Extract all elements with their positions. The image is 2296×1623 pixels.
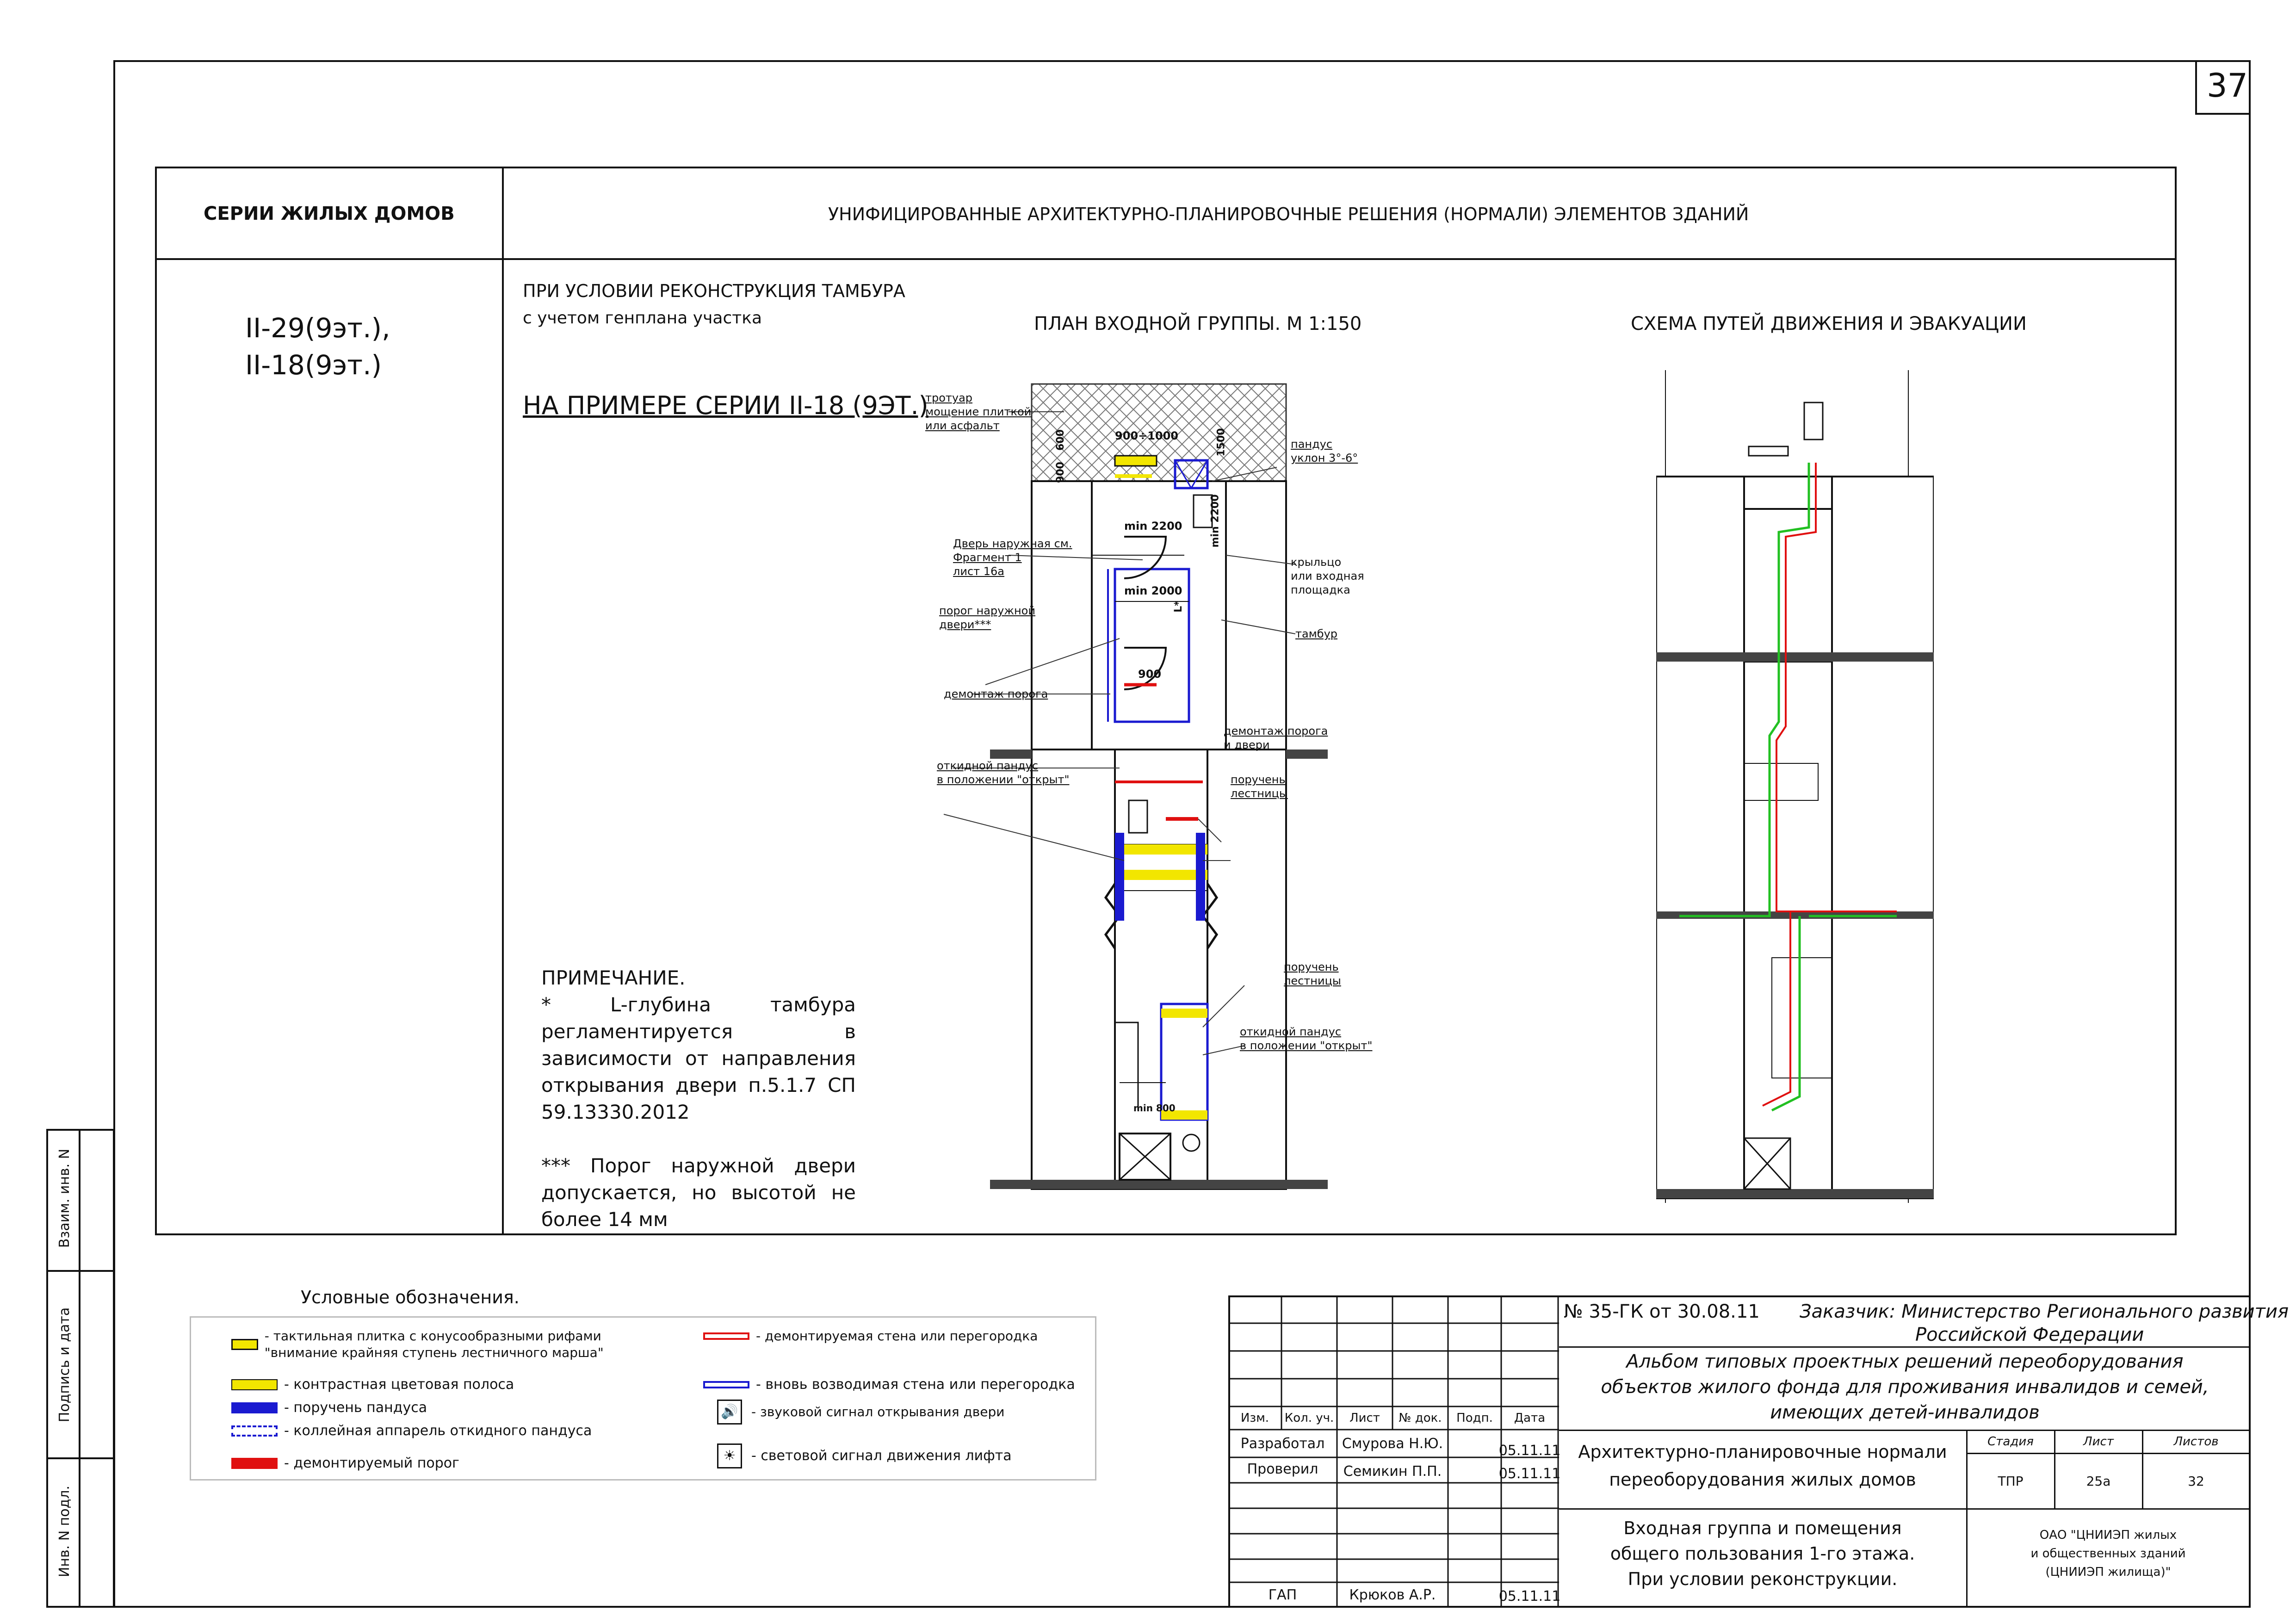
legend-item-light: ☀ - световой сигнал движения лифта [717, 1443, 1012, 1468]
album-line3: имеющих детей-инвалидов [1770, 1401, 2040, 1423]
role-gap: ГАП [1268, 1587, 1297, 1603]
entrance-plan-drawing [943, 383, 1328, 1190]
legend-item-ramp-rail: - поручень пандуса [231, 1400, 427, 1416]
title-block [1228, 1295, 2251, 1608]
stage-label: Стадия [1987, 1435, 2034, 1449]
legend-item-threshold: - демонтируемый порог [231, 1455, 459, 1472]
dim-900b: 900 [1138, 668, 1162, 681]
callout-demolish-threshold: демонтаж порога [944, 688, 1048, 700]
main-table [155, 167, 2177, 1235]
col-izm: Изм. [1240, 1411, 1269, 1425]
notes-p1: * L-глубина тамбура регламентируется в з… [541, 993, 856, 1123]
legend-item-ramp-track: - коллейная аппарель откидного пандуса [231, 1423, 592, 1439]
plan-title: ПЛАН ВХОДНОЙ ГРУППЫ. М 1:150 [1034, 313, 1362, 335]
sheet-title-line2: общего пользования 1-го этажа. [1610, 1543, 1915, 1564]
scheme-title: СХЕМА ПУТЕЙ ДВИЖЕНИЯ И ЭВАКУАЦИИ [1631, 313, 2027, 335]
header-left: СЕРИИ ЖИЛЫХ ДОМОВ [204, 203, 455, 224]
org-line2: и общественных зданий [2030, 1547, 2186, 1561]
header-right: УНИФИЦИРОВАННЫЕ АРХИТЕКТУРНО-ПЛАНИРОВОЧН… [828, 204, 1749, 224]
notes: ПРИМЕЧАНИЕ. * L-глубина тамбура регламен… [541, 965, 856, 1233]
customer-line2: Российской Федерации [1915, 1324, 2144, 1345]
notes-title: ПРИМЕЧАНИЕ. [541, 966, 686, 989]
legend-item-demolish-wall: - демонтируемая стена или перегородка [703, 1328, 1055, 1344]
evacuation-scheme-drawing [1656, 370, 1934, 1203]
dim-L: L* [1172, 601, 1184, 613]
role-checker: Проверил [1247, 1461, 1318, 1477]
contract-number: № 35-ГК от 30.08.11 [1564, 1301, 1760, 1322]
stage-value: ТПР [1998, 1473, 2024, 1489]
outer-frame [113, 60, 2251, 1608]
dim-min2200-b: min 2200 [1209, 494, 1221, 548]
legend-title: Условные обозначения. [301, 1287, 520, 1307]
sheet-number-box [2195, 60, 2251, 115]
legend-item-tactile: - тактильная плитка с конусообразными ри… [231, 1328, 638, 1361]
col-doc: № док. [1399, 1411, 1442, 1425]
sheet-title-line1: Входная группа и помещения [1623, 1518, 1902, 1538]
col-date: Дата [1514, 1411, 1546, 1425]
sheet-label: Лист [2083, 1435, 2114, 1449]
album-line1: Альбом типовых проектных решений переобо… [1626, 1350, 2184, 1372]
sheet-title-line3: При условии реконструкции. [1628, 1568, 1898, 1589]
col-kol: Кол. уч. [1284, 1411, 1334, 1425]
stamp-grid [1228, 1295, 1559, 1608]
dim-600: 600 [1054, 429, 1066, 451]
customer-line1: Заказчик: Министерство Регионального раз… [1800, 1301, 2289, 1322]
legend-box [190, 1316, 1096, 1481]
callout-vestibule: тамбур [1295, 627, 1338, 640]
date-developer: 05.11.11 [1498, 1442, 1561, 1459]
side-label-b: Подпись и дата [56, 1307, 73, 1423]
name-developer: Смурова Н.Ю. [1342, 1435, 1443, 1452]
condition-subtitle: с учетом генплана участка [523, 309, 762, 328]
dim-900-1000: 900÷1000 [1115, 429, 1179, 442]
sheet-value: 25а [2086, 1473, 2111, 1489]
org-line1: ОАО "ЦНИИЭП жилых [2039, 1528, 2177, 1542]
subject-line1: Архитектурно-планировочные нормали [1578, 1441, 1947, 1462]
lamp-icon: ☀ [717, 1443, 742, 1468]
side-label-a: Взаим. инв. N [56, 1148, 73, 1248]
series-line2: II-18(9эт.) [245, 349, 382, 381]
sheets-label: Листов [2173, 1435, 2219, 1449]
legend-item-contrast: - контрастная цветовая полоса [231, 1376, 514, 1393]
subject-line2: переоборудования жилых домов [1609, 1469, 1916, 1490]
legend-item-sound: 🔊 - звуковой сигнал открывания двери [717, 1400, 1041, 1425]
example-title: НА ПРИМЕРЕ СЕРИИ II-18 (9ЭТ.) [523, 391, 928, 420]
date-checker: 05.11.11 [1498, 1465, 1561, 1482]
sheets-value: 32 [2188, 1473, 2204, 1489]
dim-min800: min 800 [1133, 1103, 1176, 1114]
sheet-number: 37 [2207, 67, 2248, 105]
dim-1500: 1500 [1215, 428, 1227, 457]
col-sign: Подп. [1456, 1411, 1493, 1425]
dim-min2200-a: min 2200 [1124, 520, 1182, 533]
dim-900: 900 [1054, 462, 1066, 483]
album-line2: объектов жилого фонда для проживания инв… [1601, 1376, 2209, 1398]
col-list: Лист [1349, 1411, 1380, 1425]
name-checker: Семикин П.П. [1343, 1463, 1442, 1480]
speaker-icon: 🔊 [717, 1400, 742, 1425]
org-line3: (ЦНИИЭП жилища)" [2045, 1565, 2171, 1579]
series-line1: II-29(9эт.), [245, 312, 390, 344]
side-label-c: Инв. N подл. [56, 1485, 73, 1578]
dim-min2000: min 2000 [1124, 584, 1182, 597]
date-gap: 05.11.11 [1498, 1588, 1561, 1604]
legend-item-new-wall: - вновь возводимая стена или перегородка [703, 1376, 1075, 1393]
name-gap: Крюков А.Р. [1349, 1587, 1436, 1603]
role-developer: Разработал [1240, 1435, 1325, 1452]
condition-title: ПРИ УСЛОВИИ РЕКОНСТРУКЦИЯ ТАМБУРА [523, 281, 905, 301]
notes-p2: *** Порог наружной двери допускается, но… [541, 1154, 856, 1231]
